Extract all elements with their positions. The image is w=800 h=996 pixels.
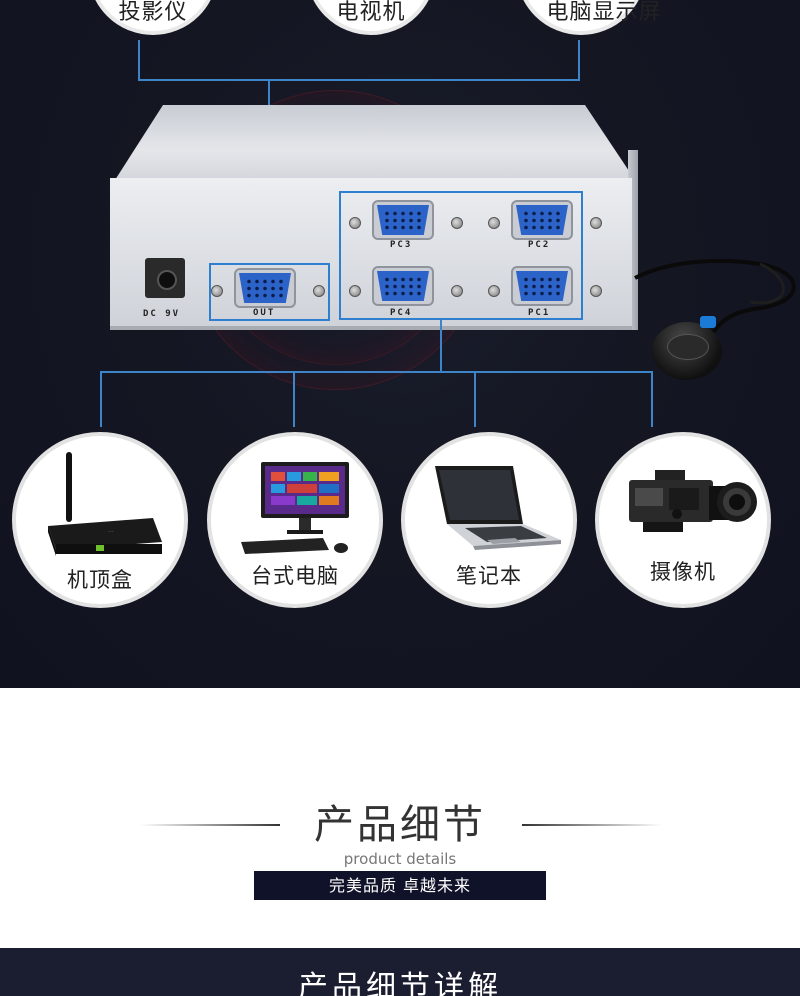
connector-line bbox=[651, 371, 653, 427]
screw bbox=[211, 285, 223, 297]
screw bbox=[590, 285, 602, 297]
connector-line bbox=[100, 371, 653, 373]
source-device-camera: 摄像机 bbox=[595, 432, 771, 608]
port-label-pc3: PC3 bbox=[390, 240, 413, 250]
vga-port-pc4 bbox=[372, 266, 434, 306]
screw bbox=[451, 285, 463, 297]
svg-text:...: ... bbox=[108, 527, 114, 534]
connector-line bbox=[474, 371, 476, 427]
port-label-pc2: PC2 bbox=[528, 240, 551, 250]
connection-diagram-section: 投影仪 电视机 电脑显示屏 DC 9V OUT PC3 PC2 PC4 bbox=[0, 0, 800, 688]
source-device-label: 机顶盒 bbox=[67, 568, 133, 592]
power-label: DC 9V bbox=[143, 309, 181, 319]
switch-device-side bbox=[628, 150, 638, 330]
laptop-icon bbox=[435, 466, 561, 550]
connector-line bbox=[440, 320, 442, 372]
screw bbox=[488, 217, 500, 229]
top-device-projector: 投影仪 bbox=[88, 0, 218, 35]
slogan-banner: 完美品质 卓越未来 bbox=[254, 871, 546, 900]
source-device-desktop: 台式电脑 bbox=[207, 432, 383, 608]
out-port-highlight bbox=[209, 263, 330, 321]
wired-remote-button bbox=[652, 316, 722, 380]
top-device-label: 投影仪 bbox=[118, 0, 188, 25]
connector-line bbox=[138, 79, 580, 81]
top-device-label: 电视机 bbox=[336, 0, 406, 25]
vga-port-out bbox=[234, 268, 296, 308]
connector-line bbox=[293, 371, 295, 427]
vga-port-pc3 bbox=[372, 200, 434, 240]
vga-port-pc1 bbox=[511, 266, 573, 306]
vga-port-pc2 bbox=[511, 200, 573, 240]
desktop-computer-icon bbox=[241, 462, 349, 554]
input-ports-highlight bbox=[339, 191, 583, 320]
remote-cable bbox=[634, 258, 796, 336]
title-decoration-right bbox=[522, 824, 662, 826]
screw bbox=[488, 285, 500, 297]
section-header-bar: 产品细节详解 bbox=[0, 948, 800, 996]
source-device-laptop: 笔记本 bbox=[401, 432, 577, 608]
top-device-tv: 电视机 bbox=[306, 0, 436, 35]
section-header-title: 产品细节详解 bbox=[298, 970, 502, 996]
details-title: 产品细节 bbox=[314, 802, 486, 848]
port-label-pc1: PC1 bbox=[528, 308, 551, 318]
source-device-label: 摄像机 bbox=[650, 560, 716, 584]
video-camera-icon bbox=[629, 470, 757, 532]
screw bbox=[313, 285, 325, 297]
source-device-label: 笔记本 bbox=[456, 564, 522, 588]
set-top-box-icon: ... bbox=[48, 452, 162, 556]
dc-power-jack bbox=[145, 258, 185, 298]
source-device-label: 台式电脑 bbox=[251, 564, 339, 588]
details-subtitle: product details bbox=[343, 850, 457, 868]
top-device-monitor: 电脑显示屏 bbox=[516, 0, 661, 35]
port-label-pc4: PC4 bbox=[390, 308, 413, 318]
source-device-set-top-box: ... 机顶盒 bbox=[12, 432, 188, 608]
port-label-out: OUT bbox=[253, 308, 276, 318]
top-device-label: 电脑显示屏 bbox=[546, 0, 662, 25]
screw bbox=[451, 217, 463, 229]
screw bbox=[590, 217, 602, 229]
switch-device-top bbox=[115, 105, 635, 180]
screw bbox=[349, 217, 361, 229]
connector-line bbox=[138, 40, 140, 80]
connector-line bbox=[578, 40, 580, 80]
screw bbox=[349, 285, 361, 297]
connector-line bbox=[100, 371, 102, 427]
title-decoration-left bbox=[140, 824, 280, 826]
